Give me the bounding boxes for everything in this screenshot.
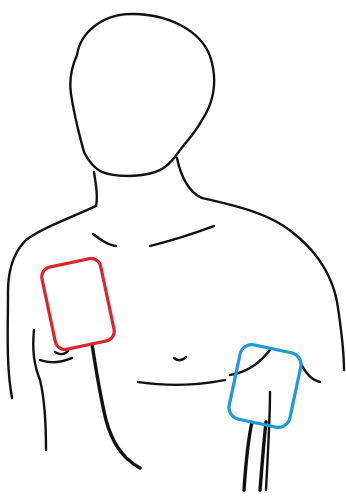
pectoral-line — [138, 380, 225, 385]
pad-cable — [244, 422, 252, 490]
nipple-mark — [174, 357, 186, 360]
red-pad-rect — [40, 257, 116, 352]
head-outline — [70, 14, 214, 176]
left-lower-arm-line — [266, 392, 270, 490]
right-inner-arm-line — [300, 362, 320, 382]
electrode-pad-lower-left-side — [227, 342, 303, 490]
left-chest-crease — [55, 351, 68, 354]
right-collarbone — [150, 226, 214, 246]
neck-left-line — [94, 172, 97, 206]
left-torso-edge — [40, 358, 72, 362]
neck-right-line — [177, 158, 202, 198]
left-inner-arm-line — [33, 330, 46, 450]
pad-cable — [260, 422, 266, 490]
left-shoulder-arm-line — [8, 206, 96, 398]
pad-cable — [92, 344, 140, 468]
left-collarbone — [93, 234, 116, 246]
right-shoulder-arm-line — [202, 198, 344, 370]
